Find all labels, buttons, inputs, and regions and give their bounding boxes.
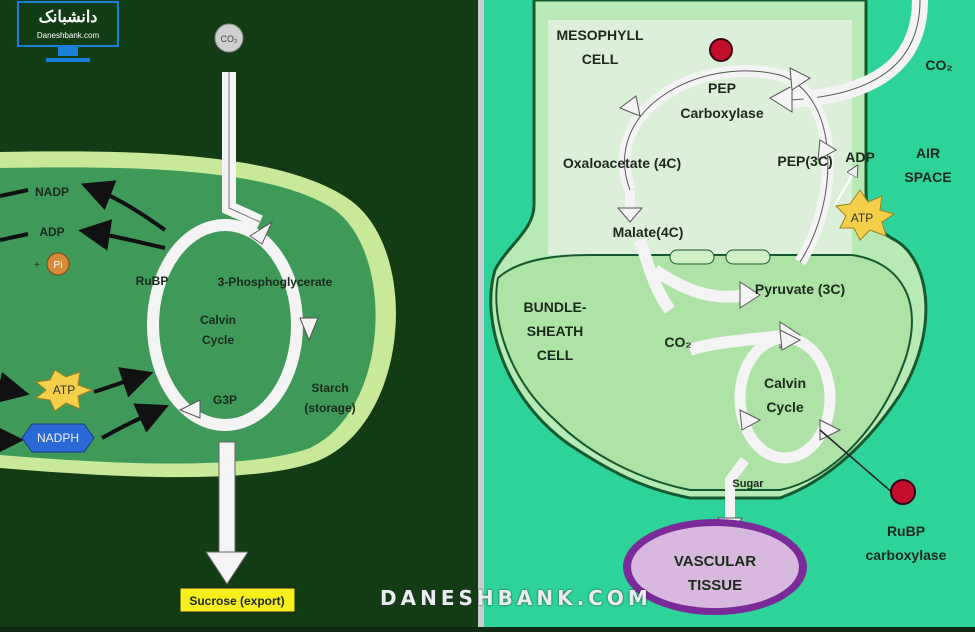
co2-bundle-sheath-label: CO₂: [664, 334, 691, 350]
pep-carboxylase-enzyme: [709, 38, 733, 62]
adp-atp-arrow: [834, 170, 855, 206]
malate-label: Malate(4C): [613, 224, 684, 240]
bundle-sheath-line1: BUNDLE-: [524, 299, 587, 315]
co2-left-label: CO₂: [221, 34, 239, 44]
sugar-label: Sugar: [732, 478, 764, 490]
air-space-line1: AIR: [916, 145, 940, 161]
atp-left-label: ATP: [53, 383, 75, 397]
rubp-carboxylase-enzyme: [890, 479, 916, 505]
co2-air-label: CO₂: [925, 57, 952, 73]
co2-bubble-left: [214, 23, 244, 53]
arrow-nadp-out: [0, 188, 29, 198]
export-arrow-shaft: [218, 441, 236, 555]
cycle-arrowhead-right: [299, 317, 319, 342]
air-space-line2: SPACE: [904, 169, 951, 185]
rubp-carboxylase-pointer: [819, 429, 896, 496]
g3p-label: G3P: [213, 393, 237, 407]
starch-line2: (storage): [304, 401, 355, 415]
pi-circle: [46, 252, 70, 276]
malate-to-pyruvate-arrow: [651, 265, 747, 303]
c4-arrowhead-right: [817, 139, 837, 161]
pyruvate-label: Pyruvate (3C): [755, 281, 845, 297]
logo-url-text: Daneshbank.com: [37, 31, 100, 40]
chloroplast-stroma: [0, 167, 376, 464]
atp-burst-right: [834, 189, 896, 241]
pep-carboxylase-line2: Carboxylase: [680, 105, 763, 121]
arrow-nadph-in: [101, 403, 169, 440]
atp-right-label: ATP: [851, 211, 873, 225]
pi-label: Pi: [54, 260, 63, 271]
pep-carboxylase-line1: PEP: [708, 80, 736, 96]
plasmodesma-2: [725, 249, 771, 265]
oxaloacetate-label: Oxaloacetate (4C): [563, 155, 681, 171]
arrow-to-adp: [78, 219, 166, 251]
vascular-line1: VASCULAR: [674, 553, 756, 570]
bundle-sheath-line3: CELL: [537, 347, 574, 363]
atp-burst-left: [34, 369, 94, 412]
cycle-arrowhead-top: [249, 220, 274, 245]
mesophyll-line2: CELL: [582, 51, 619, 67]
calvin-right-line2: Cycle: [766, 399, 804, 415]
panel-divider: [478, 0, 484, 627]
calvin-left-line1: Calvin: [200, 313, 236, 327]
c4-arrowhead-left: [618, 95, 641, 117]
sugar-arrow: [725, 457, 749, 520]
plasmodesma-1: [669, 249, 715, 265]
sucrose-label: Sucrose (export): [189, 594, 284, 608]
monitor-icon: دانشبانک Daneshbank.com: [17, 1, 119, 62]
rubp-carboxylase-line1: RuBP: [887, 523, 925, 539]
sucrose-box: [179, 587, 296, 613]
logo-text-fa: دانشبانک: [39, 9, 98, 26]
vascular-line2: TISSUE: [688, 577, 742, 594]
arrow-atp-in: [93, 367, 154, 398]
rubp-carboxylase-line2: carboxylase: [866, 547, 947, 563]
pep3c-label: PEP(3C): [777, 153, 832, 169]
co2-entry-arrowhead: [769, 85, 793, 113]
nadph-hexagon: [21, 423, 95, 453]
malate-down-arrow: [634, 238, 675, 314]
nadp-label: NADP: [35, 185, 69, 199]
adp-right-label: ADP: [845, 149, 875, 165]
daneshbank-logo: دانشبانک Daneshbank.com: [8, 0, 123, 70]
calvin-right-line1: Calvin: [764, 375, 806, 391]
adp-left-label: ADP: [39, 225, 64, 239]
c4-arrowhead-top: [789, 67, 811, 91]
pga-label: 3-Phosphoglycerate: [218, 275, 333, 289]
arrow-adp-out: [0, 232, 29, 242]
watermark: DANESHBANK.COM: [380, 586, 652, 610]
calvin-cycle-ring-left: [147, 219, 303, 431]
starch-line1: Starch: [311, 381, 348, 395]
arrow-to-nadp: [80, 180, 167, 232]
mesophyll-line1: MESOPHYLL: [556, 27, 644, 43]
nadph-label: NADPH: [37, 431, 79, 445]
bundle-sheath-line2: SHEATH: [527, 323, 584, 339]
calvin-left-line2: Cycle: [202, 333, 234, 347]
plus-sign: +: [34, 260, 40, 271]
vascular-tissue-inner: [631, 526, 799, 608]
rubp-left-label: RuBP: [136, 274, 169, 288]
export-arrow-head: [205, 551, 249, 585]
cycle-arrowhead-bottom: [178, 399, 201, 419]
